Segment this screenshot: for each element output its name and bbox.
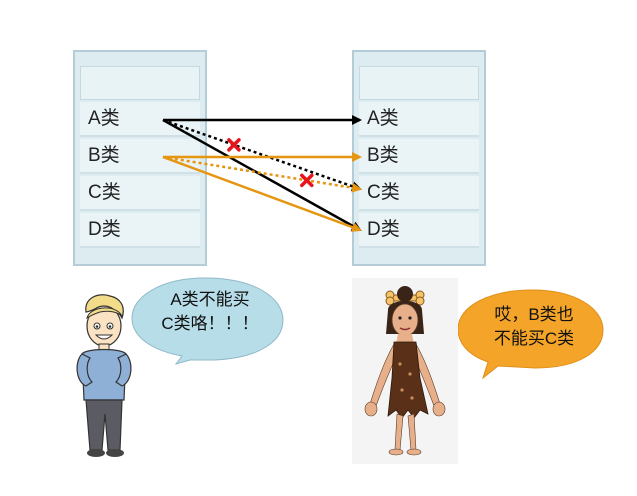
- bubble-left-text: A类不能买 C类咯！！！: [140, 288, 280, 336]
- left-row-c: C类: [80, 176, 200, 211]
- blocked-x-icon: [227, 138, 241, 152]
- right-category-panel: A类 B类 C类 D类: [352, 50, 486, 266]
- bubble-right-line2: 不能买C类: [493, 329, 575, 348]
- right-panel-header: [359, 66, 479, 100]
- left-panel-header: [80, 66, 200, 100]
- bubble-right-line1: 哎，B类也: [494, 305, 574, 324]
- arrow-A类-to-C类: [162, 118, 362, 192]
- blocked-x-icon: [300, 173, 314, 188]
- cartoon-cavewoman-icon: [364, 286, 446, 456]
- right-row-d: D类: [359, 213, 479, 248]
- arrow-A类-to-D类: [162, 118, 362, 232]
- left-row-d: D类: [80, 213, 200, 248]
- cartoon-boy-icon: [76, 294, 132, 457]
- speech-bubble-right: [457, 289, 604, 380]
- right-row-b: B类: [359, 139, 479, 174]
- bubble-right-text: 哎，B类也 不能买C类: [464, 303, 604, 351]
- right-row-a: A类: [359, 102, 479, 137]
- bubble-left-line2: C类咯！！！: [161, 314, 259, 333]
- arrow-B类-to-D类: [162, 155, 362, 232]
- right-row-c: C类: [359, 176, 479, 211]
- speech-bubble-left: [131, 277, 284, 365]
- bubble-left-line1: A类不能买: [170, 290, 250, 309]
